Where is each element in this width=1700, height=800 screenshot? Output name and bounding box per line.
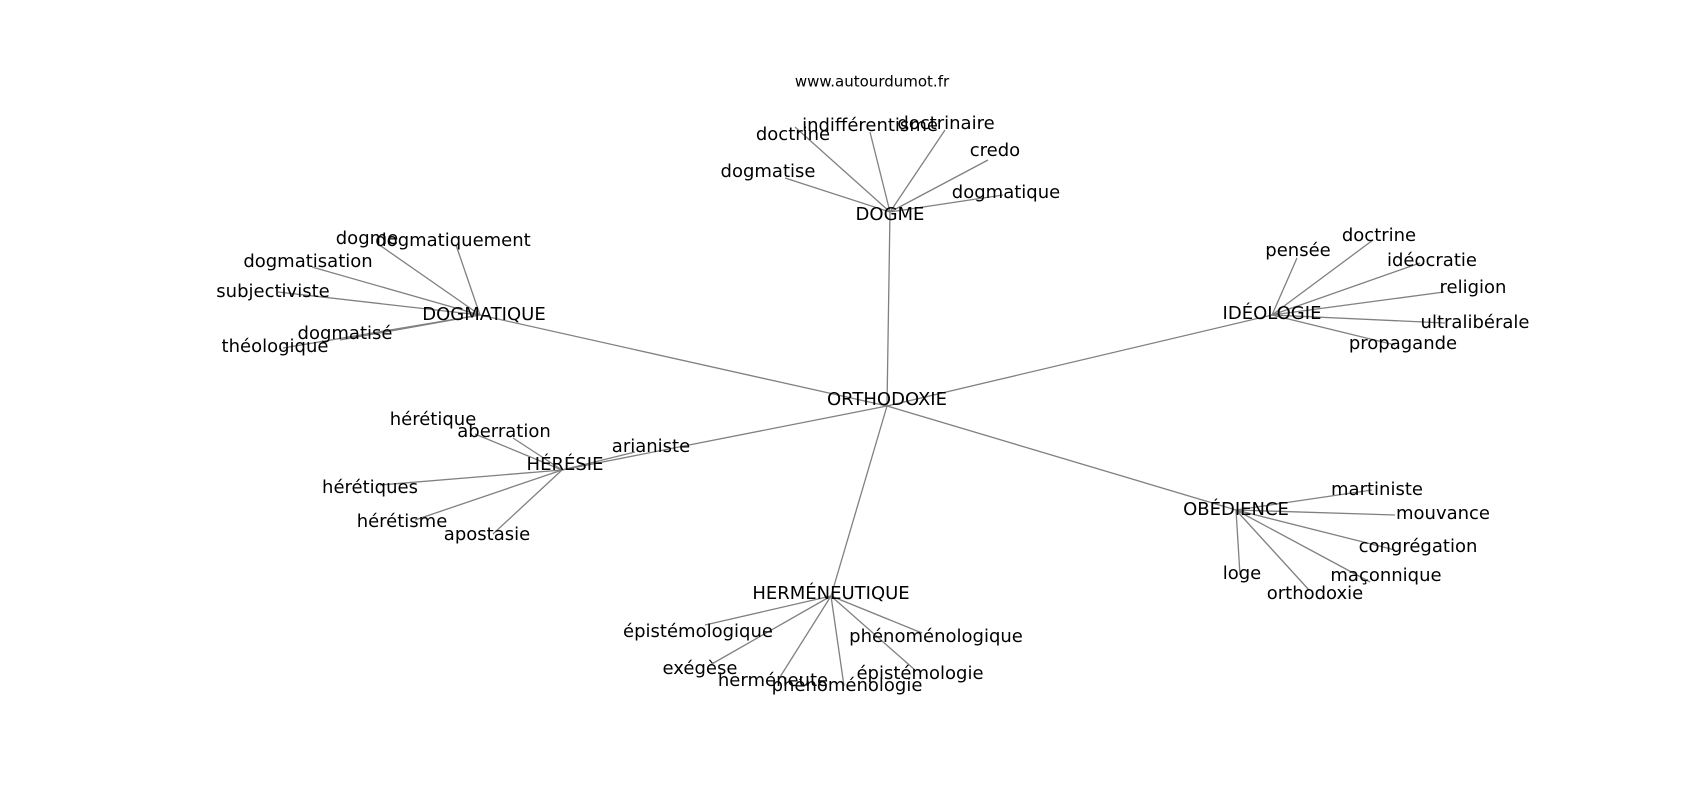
hub-node[interactable]: DOGMATIQUE bbox=[422, 304, 545, 325]
graph-edges bbox=[277, 126, 1446, 687]
word-node[interactable]: épistémologique bbox=[623, 621, 773, 642]
edge-hub-word bbox=[474, 433, 563, 471]
word-node[interactable]: phénoménologique bbox=[849, 626, 1023, 647]
edge-hub-word bbox=[1271, 314, 1446, 324]
word-node[interactable]: aberration bbox=[457, 421, 551, 442]
edge-hub-word bbox=[1271, 291, 1445, 316]
edge-hub-word bbox=[1271, 314, 1396, 346]
edge-hub-word bbox=[282, 314, 481, 349]
word-node[interactable]: apostasie bbox=[444, 524, 530, 545]
word-node[interactable]: épistémologie bbox=[856, 663, 983, 684]
edge-hub-word bbox=[1235, 509, 1371, 583]
edge-center-hub bbox=[886, 211, 891, 407]
word-node[interactable]: ultralibérale bbox=[1421, 312, 1530, 333]
watermark-text: www.autourdumot.fr bbox=[795, 73, 950, 91]
word-node[interactable]: arianiste bbox=[612, 436, 690, 457]
edge-center-hub bbox=[830, 405, 888, 597]
word-node[interactable]: loge bbox=[1223, 563, 1262, 584]
hub-node[interactable]: DOGME bbox=[856, 204, 925, 225]
edge-hub-word bbox=[830, 595, 923, 634]
word-node[interactable]: hérétique bbox=[390, 409, 477, 430]
word-node[interactable]: martiniste bbox=[1331, 479, 1423, 500]
hub-node[interactable]: OBÉDIENCE bbox=[1183, 498, 1289, 520]
word-node[interactable]: maçonnique bbox=[1330, 565, 1441, 586]
word-node[interactable]: phénoménologie bbox=[772, 675, 923, 696]
word-node[interactable]: doctrine bbox=[756, 124, 830, 145]
word-node[interactable]: herméneute bbox=[718, 670, 828, 691]
word-node[interactable]: théologique bbox=[222, 336, 329, 357]
edge-hub-word bbox=[869, 131, 891, 213]
word-node[interactable]: dogmatique bbox=[952, 182, 1060, 203]
edge-hub-word bbox=[1235, 509, 1241, 576]
word-node[interactable]: exégèse bbox=[663, 658, 738, 679]
edge-hub-word bbox=[779, 595, 832, 678]
edge-hub-word bbox=[889, 129, 946, 213]
edge-hub-word bbox=[379, 469, 563, 486]
word-node[interactable]: dogme bbox=[336, 228, 398, 249]
hub-node[interactable]: HÉRÉSIE bbox=[527, 453, 604, 475]
word-node[interactable]: dogmatise bbox=[721, 161, 816, 182]
word-node[interactable]: subjectiviste bbox=[216, 281, 329, 302]
edge-center-hub bbox=[479, 314, 888, 407]
edge-hub-word bbox=[1271, 239, 1374, 316]
word-node[interactable]: dogmatisé bbox=[298, 323, 393, 344]
hub-node[interactable]: HERMÉNEUTIQUE bbox=[752, 582, 909, 604]
word-node[interactable]: dogmatisation bbox=[243, 251, 372, 272]
word-node[interactable]: propagande bbox=[1349, 333, 1457, 354]
edge-hub-word bbox=[1235, 509, 1396, 551]
edge-hub-word bbox=[889, 194, 1004, 213]
word-node[interactable]: pensée bbox=[1265, 240, 1330, 261]
edge-hub-word bbox=[1271, 262, 1421, 316]
word-node[interactable]: dogmatiquement bbox=[375, 230, 530, 251]
edge-center-hub bbox=[561, 405, 888, 471]
edge-hub-word bbox=[561, 451, 636, 471]
word-node[interactable]: hérétisme bbox=[357, 511, 448, 532]
word-node[interactable]: orthodoxie bbox=[1267, 583, 1364, 604]
edge-hub-word bbox=[455, 244, 481, 316]
edge-center-hub bbox=[886, 314, 1273, 407]
edge-hub-word bbox=[377, 243, 481, 316]
edge-hub-word bbox=[311, 266, 481, 316]
hub-node[interactable]: IDÉOLOGIE bbox=[1223, 302, 1322, 324]
edge-hub-word bbox=[1235, 489, 1373, 511]
edge-hub-word bbox=[709, 595, 832, 666]
edge-hub-word bbox=[889, 159, 989, 213]
edge-center-hub bbox=[886, 405, 1237, 511]
word-node[interactable]: religion bbox=[1440, 277, 1507, 298]
edge-hub-word bbox=[794, 126, 891, 213]
word-node[interactable]: hérétiques bbox=[322, 477, 418, 498]
word-node[interactable]: credo bbox=[970, 140, 1020, 161]
edge-hub-word bbox=[492, 469, 563, 535]
edge-hub-word bbox=[784, 177, 891, 213]
edge-hub-word bbox=[277, 291, 481, 316]
word-node[interactable]: doctrine bbox=[1342, 225, 1416, 246]
edge-hub-word bbox=[830, 595, 845, 687]
edge-hub-word bbox=[1235, 509, 1310, 591]
word-node[interactable]: mouvance bbox=[1396, 503, 1490, 524]
edge-hub-word bbox=[704, 595, 832, 626]
word-node[interactable]: congrégation bbox=[1359, 536, 1478, 557]
edge-hub-word bbox=[512, 437, 563, 471]
edge-hub-word bbox=[1271, 257, 1298, 316]
center-node[interactable]: ORTHODOXIE bbox=[827, 389, 947, 410]
word-node[interactable]: doctrinaire bbox=[897, 113, 994, 134]
edge-hub-word bbox=[830, 595, 916, 671]
graph-labels: ORTHODOXIEDOGMEdoctrineindifférentismedo… bbox=[216, 113, 1529, 696]
word-node[interactable]: indifférentisme bbox=[802, 115, 938, 136]
word-node[interactable]: idéocratie bbox=[1387, 250, 1477, 271]
edge-hub-word bbox=[1235, 509, 1396, 516]
edge-hub-word bbox=[414, 469, 563, 521]
